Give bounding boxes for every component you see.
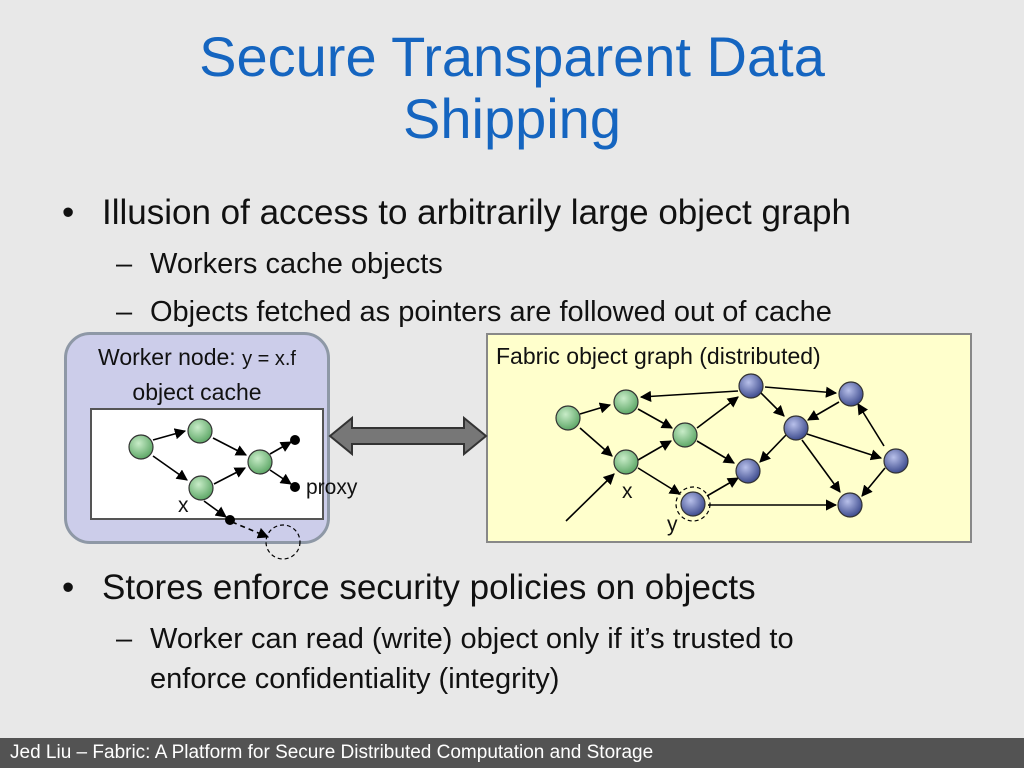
sub-bullet-2-2-text: enforce confidentiality (integrity) (150, 663, 560, 695)
title-line-2: Shipping (403, 87, 621, 150)
fabric-graph-nodes (555, 373, 909, 522)
sub-bullet-marker: – (116, 248, 133, 280)
fabric-node-green (555, 405, 581, 431)
slide-title: Secure Transparent Data Shipping (0, 26, 1024, 150)
fabric-node-blue (783, 415, 809, 441)
sub-bullet-1-1-text: Workers cache objects (150, 248, 443, 280)
worker-node-object (187, 418, 213, 444)
worker-graph-edges (152, 428, 292, 539)
slide-footer: Jed Liu – Fabric: A Platform for Secure … (0, 738, 1024, 768)
sub-bullet-2-1-text: Worker can read (write) object only if i… (150, 623, 794, 655)
worker-node-label-main: Worker node: (98, 344, 236, 370)
fabric-node-green (672, 422, 698, 448)
sub-bullet-marker: – (116, 296, 133, 328)
title-line-1: Secure Transparent Data (199, 25, 825, 88)
fabric-node-x (613, 449, 639, 475)
bullet-2-text: Stores enforce security policies on obje… (102, 568, 756, 607)
fabric-node-y (680, 491, 706, 517)
fabric-node-blue (883, 448, 909, 474)
pending-object-outline (265, 524, 301, 560)
fabric-graph-label: Fabric object graph (distributed) (496, 343, 821, 369)
fabric-node-blue (837, 492, 863, 518)
sub-bullet-1-2-text: Objects fetched as pointers are followed… (150, 296, 832, 328)
sub-bullet-marker: – (116, 623, 133, 655)
worker-node-x (188, 475, 214, 501)
bullet-marker: • (62, 568, 75, 607)
worker-graph-nodes (128, 418, 301, 560)
double-arrow-icon (328, 415, 488, 457)
fabric-node-y-highlight (675, 486, 711, 522)
fabric-node-blue (838, 381, 864, 407)
fabric-node-y-label: y (667, 513, 678, 536)
fabric-node-green (613, 389, 639, 415)
fabric-graph-edges (565, 386, 886, 522)
proxy-dot (290, 435, 300, 445)
fabric-node-x-label: x (622, 480, 633, 503)
worker-node-label: Worker node: y = x.f object cache (64, 341, 330, 409)
fabric-graph-panel (486, 333, 972, 543)
proxy-dot (290, 482, 300, 492)
proxy-label: proxy (306, 476, 358, 499)
worker-node-code: y = x.f (242, 348, 296, 370)
worker-node-x-label: x (178, 494, 189, 517)
proxy-dot (225, 515, 235, 525)
bullet-1-text: Illusion of access to arbitrarily large … (102, 193, 851, 232)
bullet-marker: • (62, 193, 75, 232)
fabric-node-blue (735, 458, 761, 484)
worker-node-object (128, 434, 154, 460)
worker-node-label-line2: object cache (132, 379, 262, 405)
fabric-node-blue (738, 373, 764, 399)
worker-node-object (247, 449, 273, 475)
